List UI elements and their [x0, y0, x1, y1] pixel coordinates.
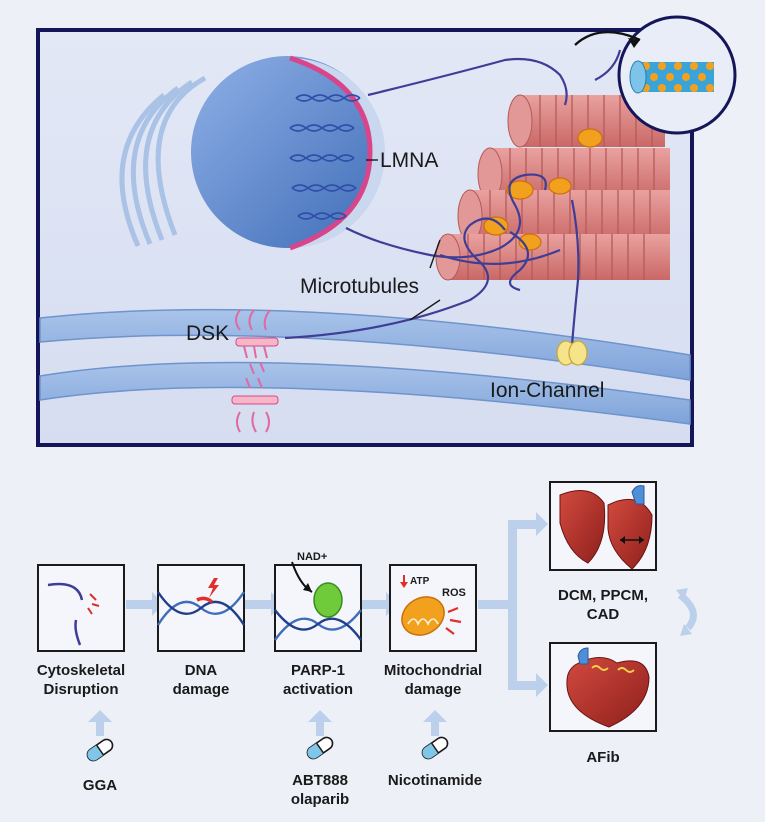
drug-arrow-2	[316, 718, 324, 736]
nad-label: NAD+	[297, 551, 327, 563]
dna-helix-icon	[156, 591, 246, 626]
outcome-link-arrowheads	[676, 588, 692, 636]
nucleus-cutaway	[290, 58, 385, 248]
step-label-line2: damage	[173, 681, 230, 698]
desmosome	[231, 309, 279, 433]
dna-strands	[289, 94, 361, 220]
drug-arrowhead-1	[88, 710, 112, 722]
cell-panel: LMNA Microtubules DSK Ion-Channel	[36, 15, 737, 447]
microtubules	[284, 49, 622, 346]
step-dna-damage: DNA damage	[156, 564, 246, 698]
drug-arrow-3	[431, 718, 439, 736]
drug-label-line2: olaparib	[291, 791, 349, 808]
nucleus	[191, 55, 385, 251]
pill-icon	[306, 736, 334, 760]
nuclear-lamina	[289, 55, 373, 251]
outcome-link-arrow	[677, 592, 697, 631]
atp-label: ATP	[410, 576, 430, 587]
branch-bottom	[508, 681, 538, 690]
heart-icon	[566, 657, 650, 728]
lightning-icon	[208, 578, 219, 598]
microtubule-inset	[574, 15, 737, 135]
step-label-line1: Cytoskeletal	[37, 662, 125, 679]
atp-down-arrowhead	[400, 582, 408, 588]
drug-gga: GGA	[83, 738, 117, 794]
step-box	[37, 564, 125, 652]
branch-top	[508, 520, 538, 529]
cell-membranes	[39, 308, 691, 425]
heart-cross-section-icon	[559, 490, 606, 564]
nad-arrowhead	[303, 583, 312, 592]
outcome-dcm: DCM, PPCM, CAD	[549, 481, 657, 623]
branch-vertical	[508, 520, 517, 690]
drug-arrowhead-2	[308, 710, 332, 722]
drug-label: GGA	[83, 777, 117, 794]
outcome-label-line2: CAD	[587, 606, 620, 623]
drug-arrow-1	[96, 718, 104, 736]
dilation-arrowheads	[620, 536, 644, 544]
broken-microtubule-icon	[47, 582, 84, 646]
outcome-afib: AFib	[549, 642, 657, 766]
flow-arrows	[88, 512, 548, 736]
lmna-label: LMNA	[380, 149, 438, 172]
ion-channel	[556, 340, 588, 366]
dsk-label: DSK	[186, 322, 229, 345]
microtubules-label: Microtubules	[300, 275, 419, 298]
drug-label: Nicotinamide	[388, 772, 482, 789]
nucleus-body	[191, 56, 383, 248]
step-label-line2: activation	[283, 681, 353, 698]
dna-helix-icon	[274, 609, 362, 641]
membrane-upper	[39, 308, 691, 381]
flow-arrow-3	[362, 600, 390, 609]
branch-bottom-arrowhead	[536, 673, 548, 697]
step-parp1: NAD+ PARP-1 activation	[274, 551, 362, 698]
mitochondrion-icon	[401, 596, 445, 636]
inset-arrowhead	[628, 38, 640, 48]
step-label-line2: damage	[405, 681, 462, 698]
pill-icon	[86, 738, 114, 762]
pathway: Cytoskeletal Disruption DNA damage NAD+	[37, 481, 697, 808]
atrial-fibrillation-signal-icon	[591, 665, 635, 673]
step-label-line1: DNA	[185, 662, 218, 679]
branch-top-arrowhead	[536, 512, 548, 536]
outcome-label: AFib	[586, 749, 619, 766]
ros-label: ROS	[442, 587, 466, 599]
step-label-line1: Mitochondrial	[384, 662, 482, 679]
flow-arrow-4	[478, 600, 512, 609]
ros-burst-icon	[445, 606, 462, 635]
break-mark-icon	[87, 593, 100, 615]
membrane-lower	[39, 361, 691, 425]
drug-arrowhead-3	[423, 710, 447, 722]
vessel-icon	[577, 647, 589, 665]
aorta-icon	[631, 485, 645, 505]
pill-icon	[421, 736, 449, 760]
drug-nicotinamide: Nicotinamide	[388, 736, 482, 789]
golgi-apparatus	[119, 75, 207, 248]
outcome-label-line1: DCM, PPCM,	[558, 587, 648, 604]
ion-channel-label: Ion-Channel	[490, 379, 604, 402]
step-mitochondrial: ATP ROS Mitochondrial damage	[384, 564, 482, 698]
inset-pointer-arrow	[574, 30, 641, 46]
step-cytoskeletal: Cytoskeletal Disruption	[37, 564, 125, 698]
drug-abt888: ABT888 olaparib	[291, 736, 349, 808]
leader-lines	[366, 159, 441, 321]
flow-arrow-2	[245, 600, 275, 609]
microtubule-cylinder	[629, 60, 714, 94]
step-label-line2: Disruption	[44, 681, 119, 698]
myofibril-3	[457, 189, 670, 243]
myofibril-4	[435, 233, 670, 281]
flow-arrow-1	[126, 600, 156, 609]
drug-label-line1: ABT888	[292, 772, 348, 789]
parp1-enzyme-icon	[313, 582, 343, 618]
step-label-line1: PARP-1	[291, 662, 345, 679]
